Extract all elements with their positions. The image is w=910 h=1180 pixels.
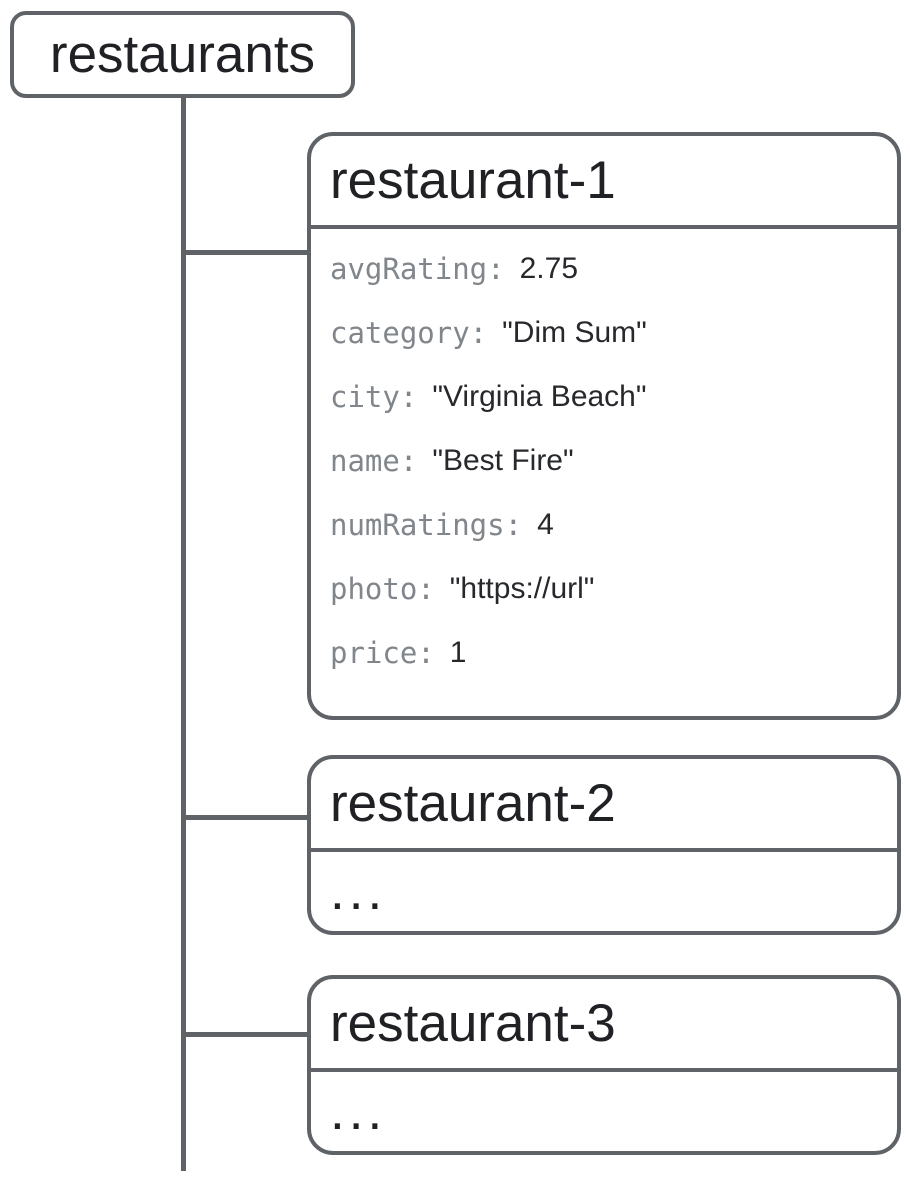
collapsed-fields-ellipsis: ... [330, 862, 387, 921]
field-key: price: [330, 636, 435, 670]
collapsed-fields-ellipsis: ... [330, 1082, 387, 1141]
document-card-restaurant-3: restaurant-3 ... [307, 975, 901, 1155]
field-key: category: [330, 316, 488, 350]
field-value: 4 [537, 508, 554, 541]
document-card-restaurant-1: restaurant-1 avgRating: 2.75 category: "… [307, 132, 901, 720]
tree-branch-line-2 [183, 815, 309, 820]
field-value: 1 [449, 636, 467, 669]
document-fields: avgRating: 2.75 category: "Dim Sum" city… [311, 229, 897, 685]
field-key: numRatings: [330, 508, 523, 542]
field-value: "Virginia Beach" [432, 380, 647, 413]
field-row-numRatings: numRatings: 4 [330, 493, 897, 557]
tree-branch-line-1 [183, 250, 309, 255]
tree-trunk-line [181, 97, 186, 1171]
field-value: "https://url" [449, 572, 595, 605]
field-key: name: [330, 444, 418, 478]
field-value: 2.75 [519, 252, 578, 285]
collection-name-label: restaurants [49, 25, 316, 84]
field-row-price: price: 1 [330, 621, 897, 685]
collection-node-restaurants: restaurants [10, 11, 355, 98]
field-row-photo: photo: "https://url" [330, 557, 897, 621]
field-row-name: name: "Best Fire" [330, 429, 897, 493]
field-value: "Best Fire" [432, 444, 574, 477]
field-row-category: category: "Dim Sum" [330, 301, 897, 365]
field-value: "Dim Sum" [502, 316, 647, 349]
field-key: photo: [330, 572, 435, 606]
document-id-header: restaurant-3 [311, 979, 897, 1072]
document-card-restaurant-2: restaurant-2 ... [307, 755, 901, 935]
document-id-header: restaurant-2 [311, 759, 897, 852]
tree-branch-line-3 [183, 1032, 309, 1037]
document-id-header: restaurant-1 [311, 136, 897, 229]
field-key: city: [330, 380, 418, 414]
field-key: avgRating: [330, 252, 505, 286]
field-row-avgRating: avgRating: 2.75 [330, 237, 897, 301]
field-row-city: city: "Virginia Beach" [330, 365, 897, 429]
